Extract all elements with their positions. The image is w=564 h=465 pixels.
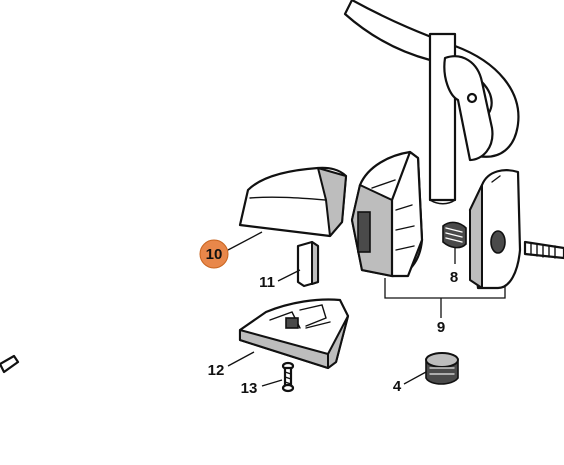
callout-10[interactable]: 10 <box>206 246 223 263</box>
spring <box>442 221 467 249</box>
partial-part-left-edge <box>0 354 20 374</box>
callout-9[interactable]: 9 <box>437 319 445 336</box>
callout-12[interactable]: 12 <box>208 362 225 379</box>
leader-line-10 <box>227 231 263 251</box>
callout-13[interactable]: 13 <box>241 380 258 397</box>
leader-line-11 <box>277 269 301 282</box>
lower-housing <box>238 298 350 370</box>
leader-line-4 <box>403 371 427 385</box>
screw <box>281 361 295 393</box>
callout-4[interactable]: 4 <box>393 378 402 395</box>
bracket-9 <box>384 278 506 318</box>
callout-10-circle <box>199 239 229 269</box>
callout-11[interactable]: 11 <box>259 274 275 291</box>
slider-piece <box>296 240 320 288</box>
handlebar-tube <box>343 0 520 205</box>
left-housing-block <box>350 150 424 278</box>
callout-8[interactable]: 8 <box>450 269 458 286</box>
right-housing-shell <box>468 169 522 290</box>
leader-line-12 <box>227 351 255 367</box>
stud-bolt <box>523 240 564 260</box>
leader-line-13 <box>261 379 283 387</box>
plug-cap <box>425 352 459 385</box>
switch-cover-cap <box>238 166 348 238</box>
